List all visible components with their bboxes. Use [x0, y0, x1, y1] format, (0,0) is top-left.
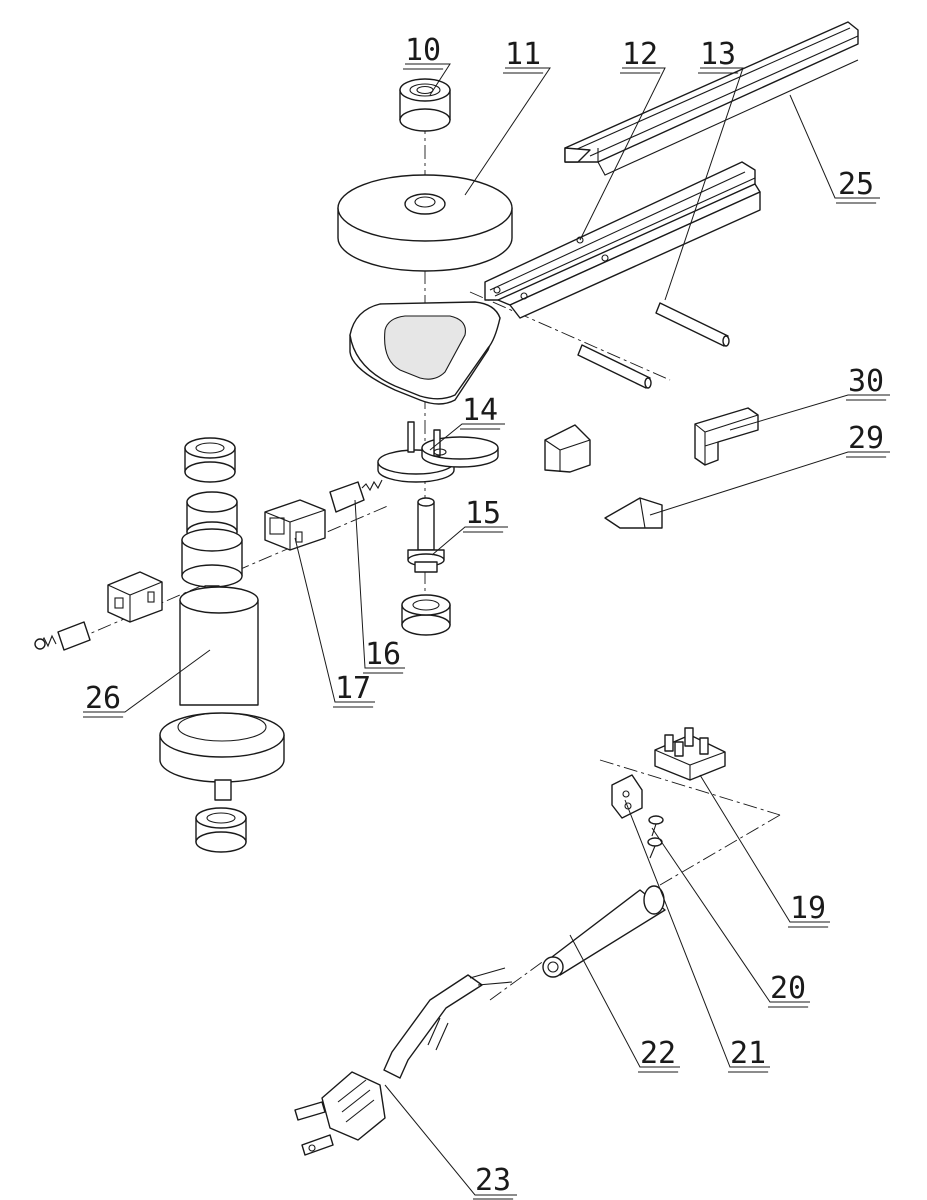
screw-upper: [648, 815, 664, 837]
callout-11: 11: [505, 37, 541, 72]
leader-25: [789, 94, 880, 199]
arm-plate: [349, 301, 501, 405]
leader-14: [429, 423, 505, 451]
bearing-shaft: [401, 594, 451, 636]
cord-clamp: [611, 774, 643, 819]
axis-line-terminal: [599, 759, 781, 816]
leader-22: [569, 934, 680, 1068]
motor-body: [179, 586, 259, 706]
axis-line-wires: [489, 959, 546, 1001]
callout-14: 14: [462, 393, 498, 428]
brush-holder-left: [107, 571, 163, 623]
motor-top-bearing: [184, 437, 236, 483]
leader-29: [649, 451, 890, 516]
wedge-part: [604, 497, 663, 529]
callout-25: 25: [838, 167, 874, 202]
leader-21: [624, 799, 770, 1068]
leader-26: [83, 649, 211, 713]
callout-26: 26: [85, 681, 121, 716]
leader-13: [664, 67, 744, 301]
leader-11: [464, 67, 551, 196]
callout-16: 16: [365, 637, 401, 672]
leader-15: [431, 526, 508, 556]
callout-10: 10: [405, 33, 441, 68]
leader-10: [405, 63, 451, 96]
axis-line-cord: [659, 814, 781, 886]
bearing-top: [399, 78, 451, 132]
shaft: [407, 497, 445, 573]
power-cord: [383, 967, 513, 1079]
brush-plate: [377, 421, 499, 483]
callout-15: 15: [465, 496, 501, 531]
callout-13: 13: [700, 37, 736, 72]
pulley-wheel: [337, 174, 513, 272]
leader-20: [651, 827, 810, 1003]
clip-part: [544, 424, 591, 473]
leader-12: [579, 67, 666, 241]
block-part: [694, 407, 759, 466]
motor-bottom-bearing: [195, 807, 247, 853]
callout-17: 17: [335, 671, 371, 706]
motor-base: [159, 712, 285, 801]
callout-12: 12: [622, 37, 658, 72]
strain-relief: [542, 885, 666, 978]
brush-spring-left: [34, 621, 91, 651]
callout-21: 21: [730, 1036, 766, 1071]
callout-20: 20: [770, 971, 806, 1006]
power-plug: [294, 1071, 386, 1156]
callout-30: 30: [848, 364, 884, 399]
callout-23: 23: [475, 1163, 511, 1198]
terminal-block: [654, 727, 726, 781]
screw-lower: [647, 837, 663, 859]
callout-22: 22: [640, 1036, 676, 1071]
callout-29: 29: [848, 421, 884, 456]
pin-left: [577, 344, 652, 389]
leader-19: [699, 774, 830, 923]
upper-rail: [564, 21, 859, 176]
arm-rail: [484, 161, 761, 319]
callout-19: 19: [790, 891, 826, 926]
brush-spring: [329, 479, 383, 513]
brush-holder: [264, 499, 326, 551]
pin-right: [655, 302, 730, 347]
leader-30: [729, 394, 890, 431]
leader-16: [354, 499, 405, 669]
leader-23: [384, 1084, 517, 1196]
axis-line-pins: [469, 291, 671, 381]
leader-17: [294, 537, 375, 703]
